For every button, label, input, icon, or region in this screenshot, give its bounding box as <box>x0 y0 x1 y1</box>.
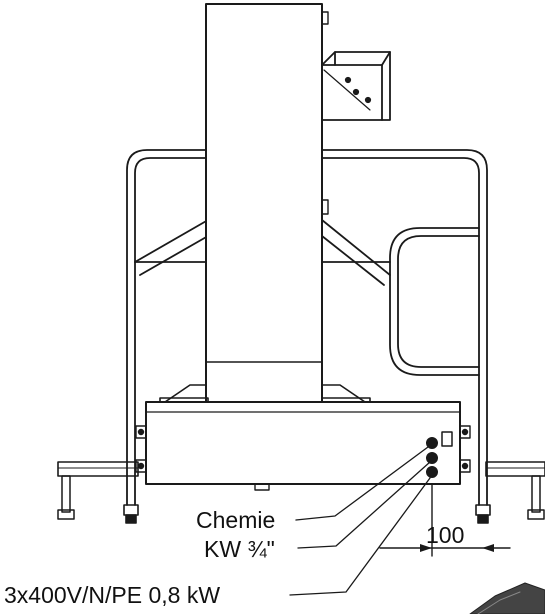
dimension-label: 100 <box>426 522 465 548</box>
partial-object <box>469 582 545 614</box>
frame-feet <box>123 504 491 524</box>
leader-lines <box>289 446 431 596</box>
left-platform <box>57 461 139 520</box>
right-platform <box>485 461 545 520</box>
base-housing <box>135 401 471 491</box>
handle-loop <box>389 227 480 376</box>
central-column <box>205 3 329 403</box>
dimension-line <box>379 483 511 557</box>
power-supply-label: 3x400V/N/PE 0,8 kW <box>4 582 221 608</box>
upper-bracket <box>321 51 391 121</box>
chemie-label: Chemie <box>196 507 276 533</box>
water-connection-label: KW ¾" <box>204 536 275 562</box>
connection-ports <box>426 437 438 478</box>
